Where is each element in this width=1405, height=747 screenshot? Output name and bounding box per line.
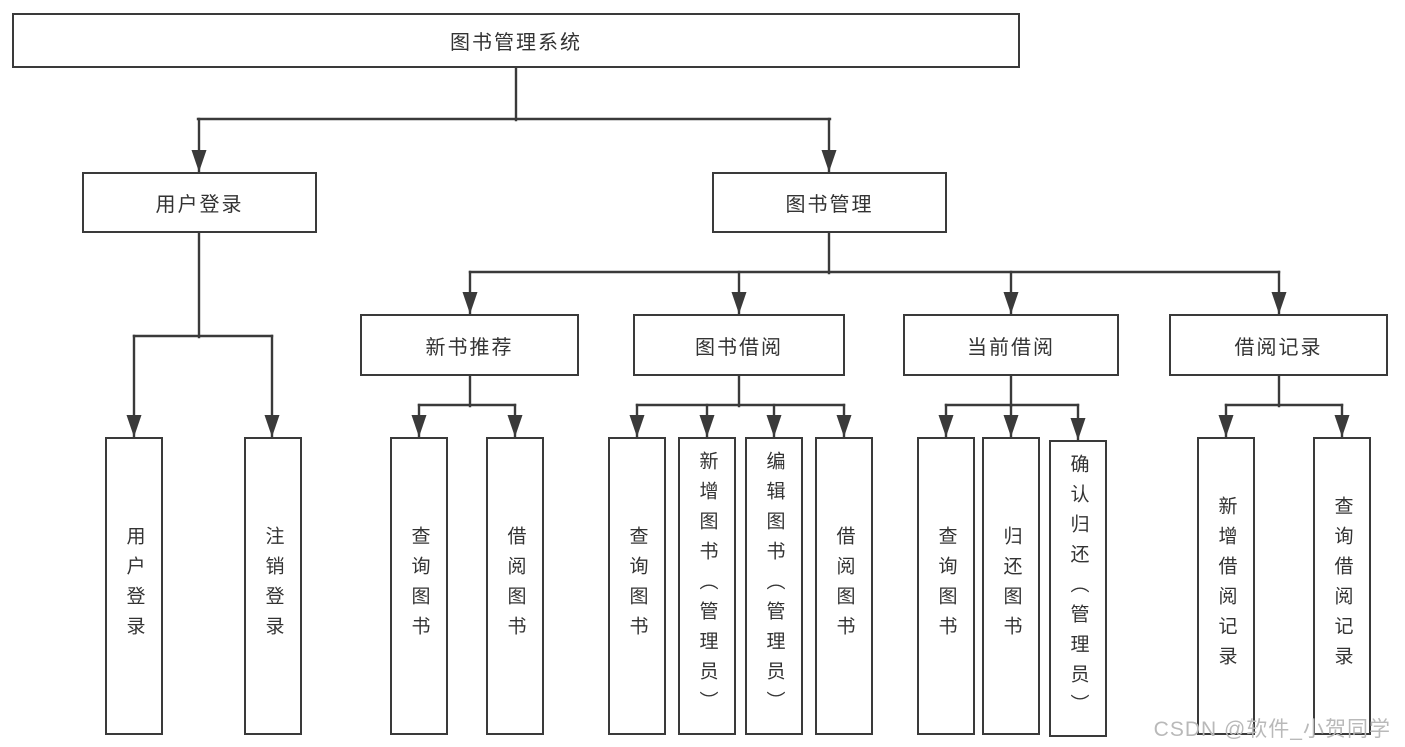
node-new-book-recommendation: 新书推荐 xyxy=(360,314,579,376)
node-nbr-query-books: 查询图书 xyxy=(390,437,448,735)
node-label: 新增图书（管理员） xyxy=(696,451,718,721)
connector-skeleton xyxy=(132,66,1344,408)
node-user-login: 用户登录 xyxy=(82,172,317,233)
node-user-login-leaf: 用户登录 xyxy=(105,437,163,735)
node-label: 查询图书 xyxy=(935,526,957,646)
node-bb-query-books: 查询图书 xyxy=(608,437,666,735)
node-borrowing-records: 借阅记录 xyxy=(1169,314,1388,376)
watermark: CSDN @软件_小贺同学 xyxy=(1153,718,1391,741)
node-library-system: 图书管理系统 xyxy=(12,13,1020,68)
node-bb-borrow-books: 借阅图书 xyxy=(815,437,873,735)
node-cb-return-books: 归还图书 xyxy=(982,437,1040,735)
node-label: 注销登录 xyxy=(262,526,284,646)
node-label: 当前借阅 xyxy=(967,336,1055,359)
node-nbr-borrow-books: 借阅图书 xyxy=(486,437,544,735)
node-label: 图书借阅 xyxy=(695,336,783,359)
node-logout-leaf: 注销登录 xyxy=(244,437,302,735)
node-book-borrowing: 图书借阅 xyxy=(633,314,845,376)
node-label: 新增借阅记录 xyxy=(1215,496,1237,676)
node-label: 借阅图书 xyxy=(504,526,526,646)
node-cb-query-books: 查询图书 xyxy=(917,437,975,735)
node-label: 用户登录 xyxy=(155,194,244,216)
node-label: 归还图书 xyxy=(1000,526,1022,646)
node-label: 借阅图书 xyxy=(833,526,855,646)
node-book-management: 图书管理 xyxy=(712,172,947,233)
node-cb-confirm-return-admin: 确认归还（管理员） xyxy=(1049,440,1107,737)
node-br-query-record: 查询借阅记录 xyxy=(1313,437,1371,735)
node-label: 编辑图书（管理员） xyxy=(763,451,785,721)
node-label: 借阅记录 xyxy=(1234,336,1323,359)
node-br-add-record: 新增借阅记录 xyxy=(1197,437,1255,735)
node-label: 查询图书 xyxy=(626,526,648,646)
node-label: 确认归还（管理员） xyxy=(1067,453,1089,724)
node-label: 查询借阅记录 xyxy=(1331,496,1353,676)
node-label: 图书管理 xyxy=(785,194,874,216)
node-label: 图书管理系统 xyxy=(450,32,582,54)
node-label: 查询图书 xyxy=(408,526,430,646)
node-bb-add-books-admin: 新增图书（管理员） xyxy=(678,437,736,735)
node-label: 用户登录 xyxy=(123,526,145,646)
node-current-borrowing: 当前借阅 xyxy=(903,314,1119,376)
node-label: 新书推荐 xyxy=(425,336,514,359)
node-bb-edit-books-admin: 编辑图书（管理员） xyxy=(745,437,803,735)
